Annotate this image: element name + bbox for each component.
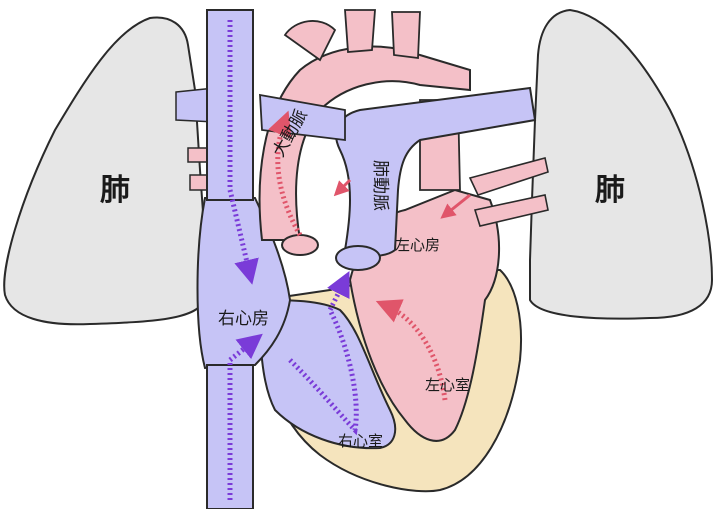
label-pulmonary-artery: 肺動脈 xyxy=(370,160,390,211)
aortic-valve xyxy=(282,235,318,255)
label-right-atrium: 右心房 xyxy=(218,309,269,329)
aortic-branch-2 xyxy=(345,10,375,52)
label-left-atrium: 左心房 xyxy=(395,236,440,254)
right-lung xyxy=(530,10,712,319)
label-lung-right: 肺 xyxy=(595,173,625,208)
flow-arrow-pv xyxy=(338,180,350,192)
label-left-ventricle: 左心室 xyxy=(425,376,470,394)
aortic-branch-3 xyxy=(392,12,420,58)
label-lung-left: 肺 xyxy=(100,173,130,208)
label-right-ventricle: 右心室 xyxy=(338,432,383,450)
inferior-vena-cava xyxy=(207,365,253,509)
pulmonary-valve xyxy=(336,246,380,270)
left-lung xyxy=(4,17,205,324)
